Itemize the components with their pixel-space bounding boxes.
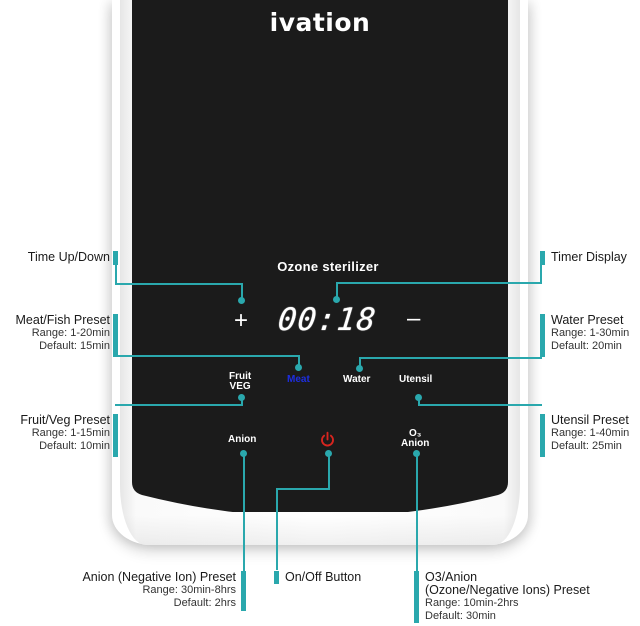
callout-range: Range: 1-15min bbox=[31, 427, 110, 439]
o3-anion-label-line2: Anion bbox=[401, 438, 430, 449]
utensil-button[interactable]: Utensil bbox=[399, 374, 433, 385]
o3-anion-label-line1: O₃ bbox=[408, 428, 422, 439]
callout-time-up-down: Time Up/Down bbox=[28, 251, 110, 264]
meat-button[interactable]: Meat bbox=[287, 374, 310, 385]
brand-logo: ivation bbox=[269, 8, 371, 37]
leader-line bbox=[115, 355, 300, 357]
leader-dot bbox=[333, 296, 340, 303]
callout-range: Range: 30min-8hrs bbox=[142, 584, 236, 596]
callout-default: Default: 25min bbox=[551, 440, 622, 452]
callout-fruit-veg: Fruit/Veg Preset Range: 1-15min Default:… bbox=[20, 414, 110, 453]
callout-marker bbox=[540, 251, 545, 265]
leader-line bbox=[540, 262, 542, 284]
leader-dot bbox=[238, 394, 245, 401]
callout-title: Meat/Fish Preset bbox=[15, 313, 110, 327]
leader-dot bbox=[415, 394, 422, 401]
leader-line bbox=[359, 357, 361, 367]
leader-line bbox=[418, 397, 420, 406]
callout-title: Anion (Negative Ion) Preset bbox=[82, 570, 236, 584]
callout-default: Default: 2hrs bbox=[173, 597, 236, 609]
callout-title: Time Up/Down bbox=[27, 250, 110, 264]
leader-line bbox=[241, 283, 243, 299]
callout-title: Fruit/Veg Preset bbox=[20, 413, 110, 427]
leader-line bbox=[115, 283, 243, 285]
callout-default: Default: 15min bbox=[39, 340, 110, 352]
callout-range: Range: 10min-2hrs bbox=[425, 597, 519, 609]
control-panel bbox=[132, 0, 508, 512]
callout-title: Timer Display bbox=[551, 250, 627, 264]
callout-default: Default: 30min bbox=[425, 610, 496, 622]
callout-marker bbox=[414, 571, 419, 623]
callout-range: Range: 1-40min bbox=[551, 427, 630, 439]
callout-marker bbox=[274, 571, 279, 584]
callout-marker bbox=[241, 571, 246, 611]
leader-line bbox=[115, 404, 243, 406]
leader-line bbox=[243, 453, 245, 573]
callout-anion: Anion (Negative Ion) Preset Range: 30min… bbox=[82, 571, 236, 610]
leader-line bbox=[416, 453, 418, 573]
callout-title: Water Preset bbox=[551, 313, 624, 327]
fruit-veg-label-line2: VEG bbox=[229, 381, 251, 392]
callout-default: Default: 20min bbox=[551, 340, 622, 352]
callout-range: Range: 1-30min bbox=[551, 327, 630, 339]
callout-water: Water Preset Range: 1-30min Default: 20m… bbox=[551, 314, 629, 353]
fruit-veg-label-line1: Fruit bbox=[229, 371, 252, 382]
panel-title: Ozone sterilizer bbox=[277, 259, 379, 274]
callout-marker bbox=[113, 414, 118, 457]
anion-button[interactable]: Anion bbox=[228, 434, 257, 445]
callout-on-off: On/Off Button bbox=[285, 571, 361, 584]
leader-line bbox=[276, 488, 330, 490]
leader-dot bbox=[356, 365, 363, 372]
water-button[interactable]: Water bbox=[343, 374, 371, 385]
leader-line bbox=[336, 282, 542, 284]
callout-marker bbox=[540, 414, 545, 457]
callout-range: Range: 1-20min bbox=[31, 327, 110, 339]
callout-default: Default: 10min bbox=[39, 440, 110, 452]
callout-marker bbox=[113, 251, 118, 265]
callout-utensil: Utensil Preset Range: 1-40min Default: 2… bbox=[551, 414, 629, 453]
leader-line bbox=[359, 357, 542, 359]
callout-title-line2: (Ozone/Negative Ions) Preset bbox=[425, 583, 590, 597]
leader-line bbox=[298, 355, 300, 367]
callout-o3-anion: O3/Anion (Ozone/Negative Ions) Preset Ra… bbox=[425, 571, 590, 623]
timer-display: 00:18 bbox=[276, 302, 379, 338]
callout-title: On/Off Button bbox=[285, 570, 362, 584]
leader-line bbox=[418, 404, 542, 406]
power-icon[interactable] bbox=[319, 431, 336, 448]
callout-title: Utensil Preset bbox=[551, 413, 629, 427]
time-down-button[interactable]: – bbox=[407, 305, 421, 332]
leader-line bbox=[328, 453, 330, 489]
time-up-button[interactable]: + bbox=[234, 307, 249, 334]
callout-meat-fish: Meat/Fish Preset Range: 1-20min Default:… bbox=[16, 314, 110, 353]
o3-anion-button[interactable]: O₃ Anion bbox=[401, 429, 429, 449]
callout-marker bbox=[540, 314, 545, 357]
leader-line bbox=[115, 263, 117, 285]
leader-line bbox=[276, 488, 278, 570]
leader-line bbox=[336, 282, 338, 297]
callout-title-line1: O3/Anion bbox=[425, 570, 478, 584]
callout-timer-display: Timer Display bbox=[551, 251, 627, 264]
fruit-veg-button[interactable]: Fruit VEG bbox=[229, 372, 251, 392]
leader-line bbox=[241, 397, 243, 406]
leader-dot bbox=[295, 364, 302, 371]
callout-marker bbox=[113, 314, 118, 357]
leader-dot bbox=[238, 297, 245, 304]
